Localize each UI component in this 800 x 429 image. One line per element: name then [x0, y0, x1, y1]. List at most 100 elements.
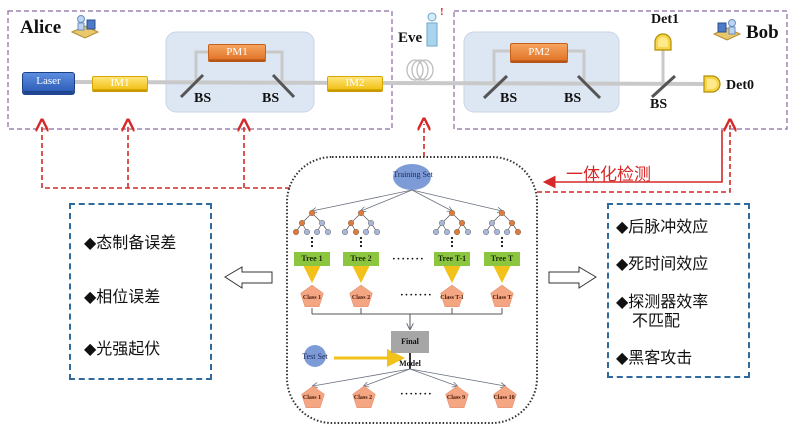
class-label: Class T-1	[440, 295, 464, 301]
tree-dot	[310, 236, 314, 240]
tree-node	[449, 209, 456, 216]
random-forest-panel	[286, 156, 538, 424]
fiber-spool-icon	[406, 59, 434, 81]
tree-dot	[310, 240, 314, 244]
output-class-pentagon	[352, 385, 376, 408]
bs-label: BS	[650, 97, 668, 112]
training-arrow	[411, 189, 502, 211]
tree-node	[293, 228, 300, 235]
output-class-label: Class 10	[493, 395, 515, 401]
im2-component: IM2	[327, 76, 383, 90]
bs-label: BS	[564, 91, 582, 106]
tree-node	[309, 209, 316, 216]
test-set-label: Test Set	[302, 352, 328, 361]
tree-node	[304, 228, 311, 235]
optical-path	[69, 80, 711, 86]
tree-dot	[500, 236, 504, 240]
tree-node	[499, 209, 506, 216]
tree-node	[494, 228, 501, 235]
im1-component: IM1	[92, 76, 148, 90]
list-item: ◆相位误差	[84, 287, 161, 306]
integrated-detection-arrow	[542, 130, 723, 189]
output-class-pentagon	[445, 385, 469, 408]
tree-node	[342, 228, 349, 235]
source-error-list: ◆态制备误差 ◆相位误差 ◆光强起伏	[69, 203, 212, 380]
left-hollow-arrow	[224, 266, 273, 289]
tree-node	[314, 228, 321, 235]
tree-node	[459, 219, 466, 226]
det0-detector-icon	[702, 74, 724, 94]
tree-ellipsis: ·······	[392, 253, 425, 265]
tree-class-pentagon	[490, 284, 514, 307]
tree-node	[319, 219, 326, 226]
tree-dot	[500, 244, 504, 248]
tree-box: Tree 2	[343, 252, 379, 266]
output-class-label: Class 1	[302, 395, 322, 401]
tree-class-pentagon	[440, 284, 464, 307]
tree-dot	[310, 244, 314, 248]
alice-label: Alice	[20, 17, 62, 38]
tree-node	[509, 219, 516, 226]
test-set-node	[304, 345, 326, 367]
bob-box	[453, 10, 788, 130]
tree-node	[374, 228, 381, 235]
list-item: ◆死时间效应	[616, 254, 709, 273]
list-item: ◆探测器效率	[616, 292, 709, 311]
random-forest-graph	[293, 164, 522, 408]
tree-node	[363, 228, 370, 235]
tree-dot	[359, 240, 363, 244]
tree-node	[358, 209, 365, 216]
class-label: Class 1	[302, 295, 322, 301]
tree-dot	[359, 244, 363, 248]
tree-dot	[500, 240, 504, 244]
laser-component: Laser	[22, 72, 75, 92]
bob-label: Bob	[746, 22, 779, 43]
training-arrow	[312, 189, 413, 211]
tree-class-pentagon	[349, 284, 373, 307]
beam-splitter	[650, 74, 677, 99]
output-class-pentagon	[493, 385, 517, 408]
tree-node	[433, 228, 440, 235]
output-arrow	[409, 368, 457, 386]
pm1-component: PM1	[208, 44, 266, 60]
output-class-label: Class 9	[446, 395, 466, 401]
feedback-line-alice	[42, 125, 290, 189]
list-item: 不匹配	[632, 311, 681, 330]
tree-class-pentagon	[300, 284, 324, 307]
integrated-detection-label: 一体化检测	[566, 165, 651, 185]
list-item: ◆后脉冲效应	[616, 217, 709, 236]
tree-node	[299, 219, 306, 226]
tree-dot	[450, 236, 454, 240]
output-arrow	[409, 368, 505, 386]
detector-error-list: ◆后脉冲效应 ◆死时间效应 ◆探测器效率 不匹配 ◆黑客攻击	[607, 203, 750, 378]
tree-node	[348, 219, 355, 226]
tree-node	[483, 228, 490, 235]
tree-node	[465, 228, 472, 235]
beam-splitter	[179, 73, 205, 99]
det1-label: Det1	[651, 12, 679, 27]
beam-splitter	[576, 74, 602, 100]
feedback-line-bob	[537, 125, 730, 193]
tree-node	[489, 219, 496, 226]
output-class-pentagon	[301, 385, 325, 408]
output-class-label: Class 2	[353, 395, 373, 401]
list-item: ◆态制备误差	[84, 233, 177, 252]
tree-box: Tree 1	[294, 252, 330, 266]
tree-node	[368, 219, 375, 226]
bs-label: BS	[262, 91, 280, 106]
tree-node	[515, 228, 522, 235]
eve-person-icon	[425, 12, 439, 48]
alice-computer-icon	[70, 14, 100, 40]
tree-node	[504, 228, 511, 235]
list-item: ◆光强起伏	[84, 339, 161, 358]
final-model-box: Final Model	[391, 331, 429, 368]
tree-dot	[359, 236, 363, 240]
training-set-label: Training Set	[393, 170, 433, 179]
beam-splitter	[482, 74, 509, 100]
tree-box: Tree T-1	[434, 252, 470, 266]
det0-label: Det0	[726, 78, 754, 93]
output-arrow	[313, 368, 411, 386]
tree-node	[325, 228, 332, 235]
training-set-node	[393, 164, 431, 190]
